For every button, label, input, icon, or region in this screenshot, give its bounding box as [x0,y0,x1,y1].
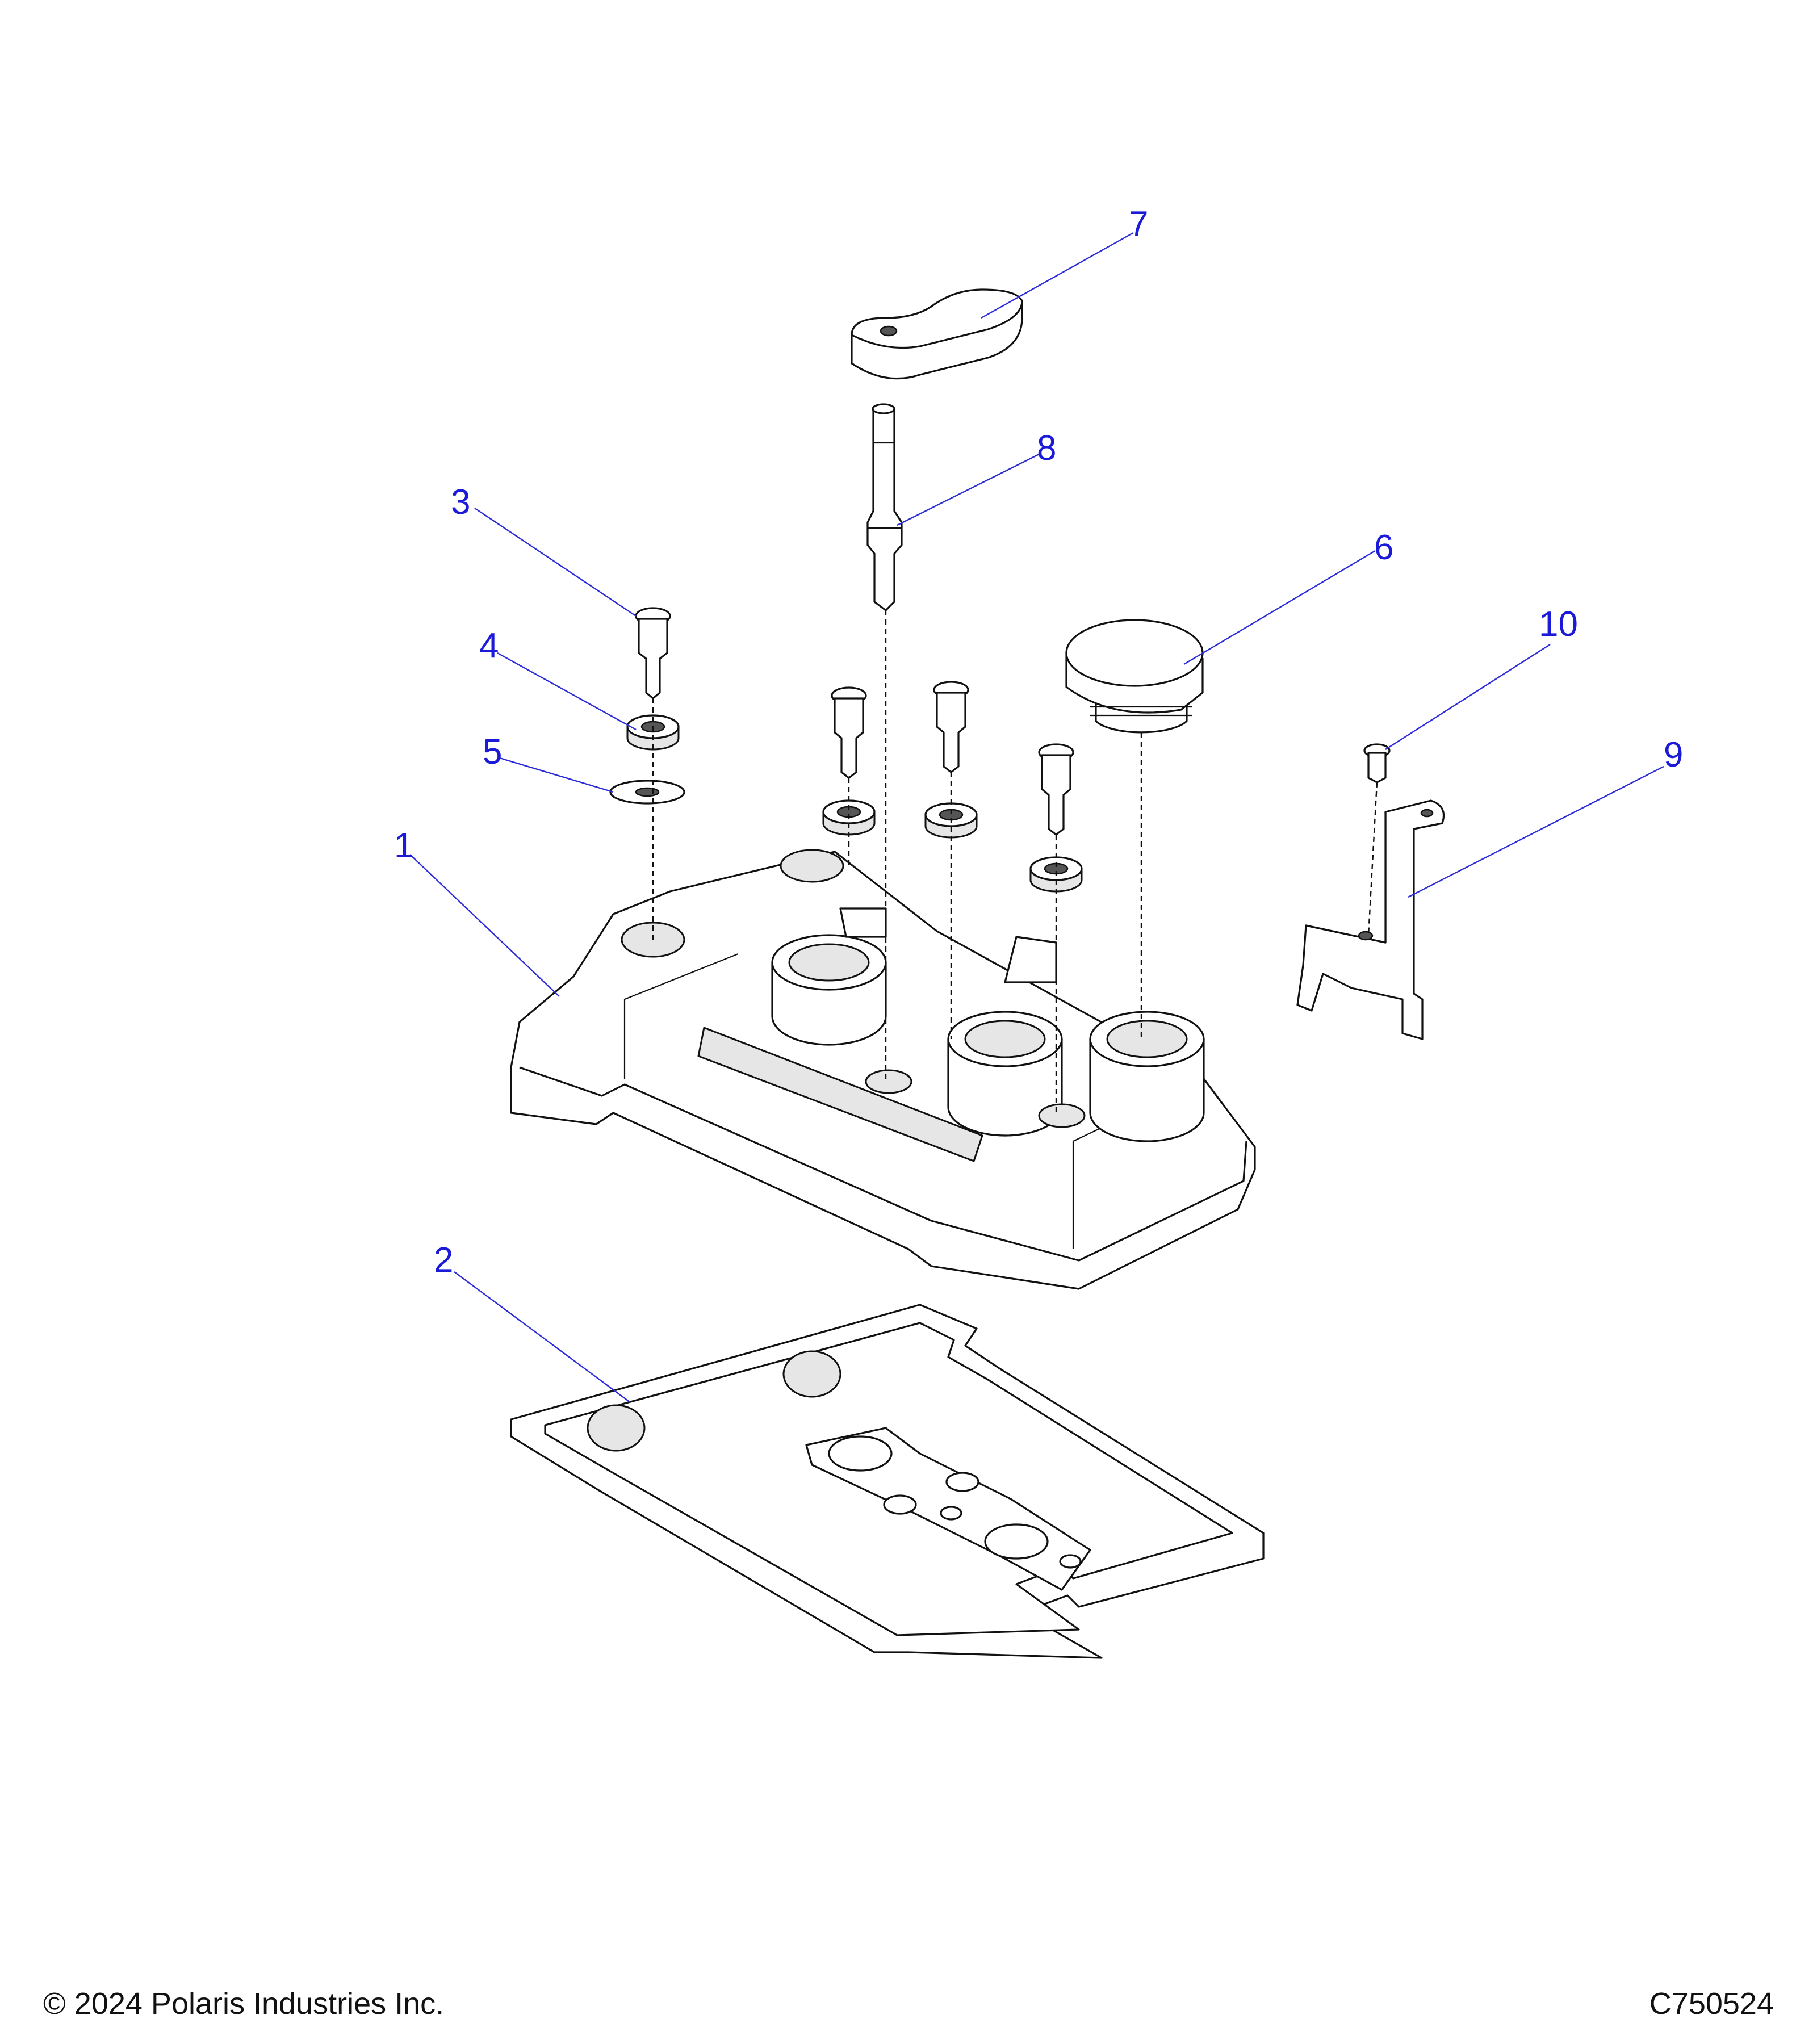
valve-cover-gasket [510,1304,1265,1659]
oil-fill-cap [1065,619,1204,734]
sensor-cover-block [851,288,1023,380]
breather-fitting [866,403,903,611]
callout-8: 8 [1037,429,1056,468]
leader-lines [409,232,1664,1403]
drawing-id-text: C750524 [1649,1987,1774,2021]
screw-left [822,686,876,836]
valve-cover [510,849,1256,1290]
screw-right [1029,743,1083,893]
callout-4: 4 [479,626,499,665]
callout-6: 6 [1374,528,1393,567]
screw-middle [924,681,978,839]
callout-1: 1 [394,826,413,865]
callout-5: 5 [483,732,502,772]
callout-7: 7 [1129,204,1148,244]
washer-5 [609,780,685,805]
assembly-lines [652,610,1378,1116]
callout-2: 2 [434,1241,453,1280]
screw-3 [635,607,671,700]
callout-10: 10 [1539,605,1578,644]
callout-9: 9 [1664,735,1683,774]
copyright-text: © 2024 Polaris Industries Inc. [43,1987,445,2021]
callout-3: 3 [451,483,470,522]
screw-10 [1363,743,1391,784]
bracket-9 [1296,799,1445,1040]
callout-numbers: 1 2 3 4 5 6 7 8 9 10 [394,204,1683,1280]
washer-4 [626,714,680,751]
